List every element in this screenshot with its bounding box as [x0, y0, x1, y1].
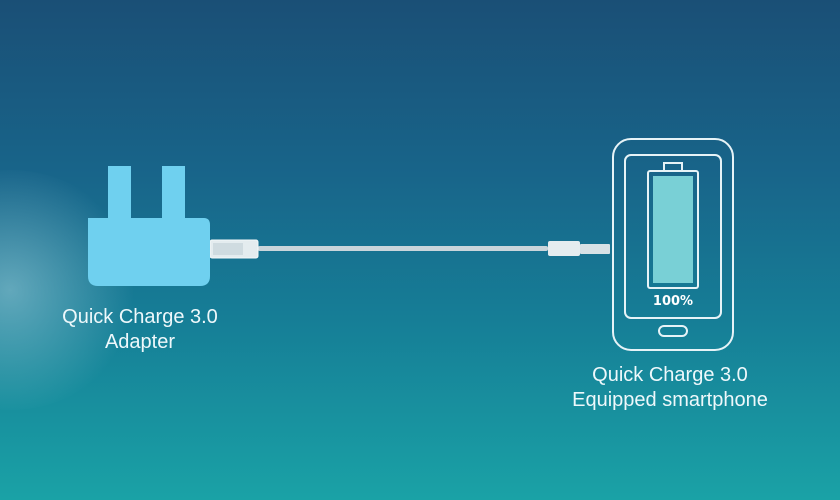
cable-plug-adapter-end [209, 239, 259, 259]
adapter-caption: Quick Charge 3.0 Adapter [40, 305, 240, 355]
battery-percent-text: 100% [652, 294, 694, 309]
battery-cap [663, 162, 683, 172]
battery-icon [647, 162, 699, 289]
phone-home-button [658, 325, 688, 337]
adapter-prong-left [108, 166, 131, 220]
adapter-prong-right [162, 166, 185, 220]
phone-body-outline [612, 138, 734, 351]
adapter-caption-line2: Adapter [104, 331, 176, 353]
battery-fill-level [653, 176, 693, 283]
adapter-caption-line1: Quick Charge 3.0 [62, 306, 218, 328]
usb-cable [209, 239, 610, 259]
cable-wire [258, 246, 548, 251]
phone-screen-outline [624, 154, 722, 319]
cable-plug-phone-end [548, 241, 610, 256]
adapter-icon [88, 166, 210, 286]
battery-outline [647, 170, 699, 289]
phone-caption: Quick Charge 3.0 Equipped smartphone [540, 363, 800, 413]
adapter-body [88, 218, 210, 286]
phone-caption-line2: Equipped smartphone [572, 389, 768, 411]
phone-caption-line1: Quick Charge 3.0 [592, 364, 748, 386]
smartphone-icon [612, 138, 734, 351]
